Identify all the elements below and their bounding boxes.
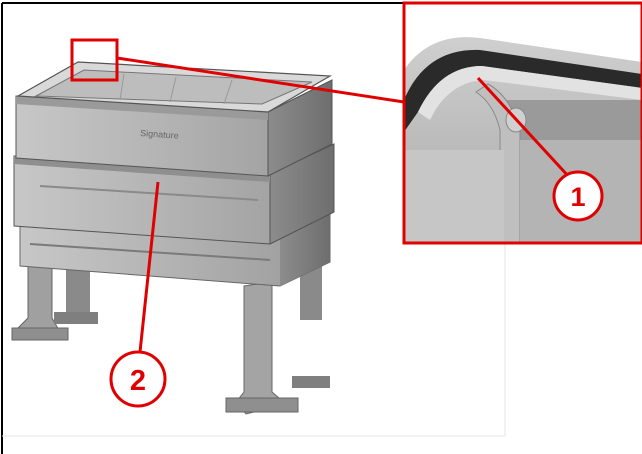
callout-1-label: 1 [570,182,585,212]
leg-front-right [235,281,288,415]
planter-illustration: Signature [11,61,335,415]
gasket [404,49,642,132]
zoom-connector-line [116,56,405,104]
zoom-inset-border [402,1,642,245]
detail-highlight-box [70,38,119,82]
callout-2-leader [138,181,160,353]
figure-frame [1,2,506,454]
callout-2-label: 2 [130,365,146,397]
zoom-inset [404,3,642,243]
callout-2-circle [109,350,167,408]
callout-1-circle [552,170,604,222]
product-badge: Signature [140,128,179,141]
callout-1-leader [476,76,572,180]
